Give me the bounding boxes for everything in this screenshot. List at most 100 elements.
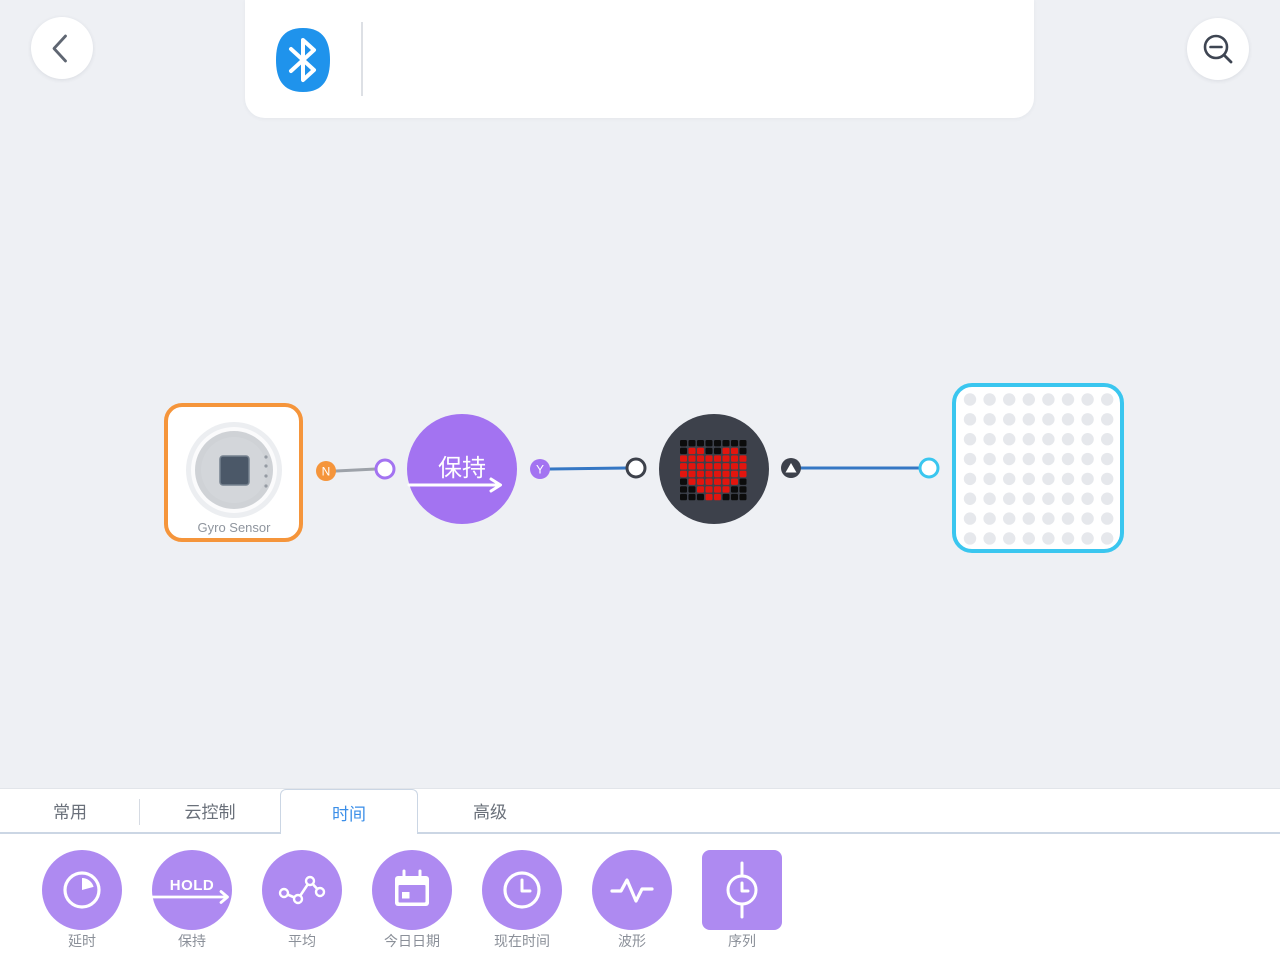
zoom-out-button[interactable]	[1187, 18, 1249, 80]
tab-divider	[139, 799, 140, 825]
waveform-icon	[610, 878, 654, 903]
workspace-canvas[interactable]: Gyro Sensor N 保持 Y	[0, 0, 1280, 788]
face-pixel-lit	[722, 478, 730, 485]
face-pixel	[688, 493, 696, 501]
palette-item-label: 今日日期	[384, 934, 440, 950]
led-panel-node[interactable]	[952, 383, 1124, 553]
gyro-sensor-label: Gyro Sensor	[198, 520, 272, 535]
hold-output-port[interactable]: Y	[530, 459, 550, 479]
date-block-badge	[372, 850, 452, 930]
face-pixel-lit	[697, 463, 704, 470]
led-panel-pixel	[983, 472, 996, 486]
palette-item-label: 平均	[288, 934, 316, 950]
led-panel-pixel	[1061, 492, 1075, 505]
face-pixel-lit	[714, 455, 721, 462]
led-panel-pixel	[1101, 413, 1114, 426]
palette-item-average[interactable]: 平均	[247, 850, 357, 950]
tab-time[interactable]: 时间	[280, 789, 418, 834]
led-panel-pixel	[1081, 452, 1094, 466]
led-panel-pixel	[1101, 452, 1114, 466]
face-pixel-lit	[705, 463, 713, 470]
hold-block-badge: HOLD	[151, 850, 232, 930]
delay-timer-icon	[63, 871, 101, 909]
face-output-port[interactable]	[781, 458, 801, 478]
palette-item-label: 保持	[178, 934, 206, 950]
tab-label: 高级	[473, 803, 507, 823]
led-panel-pixel	[963, 413, 977, 426]
face-pixel-lit	[697, 447, 704, 455]
face-pixel	[680, 493, 687, 501]
gyro-sensor-chip-icon	[186, 422, 282, 518]
led-panel-pixel	[1061, 433, 1075, 446]
face-pixel-lit	[722, 447, 730, 455]
led-panel-pixel	[1081, 472, 1094, 486]
led-panel-pixel	[1003, 433, 1016, 446]
face-pixel	[680, 440, 687, 447]
hold-block-node[interactable]: 保持	[407, 414, 517, 524]
led-panel-pixel	[1061, 452, 1075, 466]
palette-item-current-time[interactable]: 现在时间	[467, 850, 577, 950]
tab-label: 时间	[332, 804, 366, 825]
face-pixel-lit	[714, 486, 721, 493]
face-display-node[interactable]	[659, 414, 769, 524]
face-pixel	[731, 440, 738, 447]
led-panel-pixel	[1061, 512, 1075, 525]
face-pixel-lit	[731, 478, 738, 485]
led-panel-pixel	[1061, 472, 1075, 486]
palette-item-sequence[interactable]: 序列	[687, 850, 797, 950]
palette-item-delay[interactable]: 延时	[27, 850, 137, 950]
led-panel-pixel	[1081, 512, 1094, 525]
led-panel-pixel	[1042, 452, 1055, 466]
led-panel-pixel	[1061, 413, 1075, 426]
face-pixel	[722, 493, 730, 501]
gyro-sensor-node[interactable]: Gyro Sensor	[164, 403, 303, 542]
led-panel-pixel	[1101, 532, 1114, 545]
led-panel-pixel	[1022, 532, 1035, 545]
face-pixel	[697, 493, 704, 501]
face-pixel	[714, 440, 721, 447]
led-panel-pixel	[1003, 472, 1016, 486]
face-pixel-lit	[722, 455, 730, 462]
hold-block-label: 保持	[438, 454, 486, 482]
face-pixel	[705, 447, 713, 455]
gyro-output-port[interactable]: N	[316, 461, 336, 481]
tab-cloud-control[interactable]: 云控制	[140, 789, 280, 832]
led-panel-pixel	[1022, 512, 1035, 525]
sequence-icon	[726, 861, 758, 919]
back-button[interactable]	[31, 17, 93, 79]
led-panel-pixel	[1081, 393, 1094, 406]
led-panel-pixel	[1003, 452, 1016, 466]
led-panel-pixel	[1003, 512, 1016, 525]
hold-icon-text: HOLD	[170, 877, 215, 894]
face-pixel-lit	[731, 447, 738, 455]
led-panel-pixel	[963, 492, 977, 505]
face-pixel-lit	[680, 470, 687, 478]
led-panel-pixel	[983, 433, 996, 446]
palette-item-waveform[interactable]: 波形	[577, 850, 687, 950]
palette-item-today-date[interactable]: 今日日期	[357, 850, 467, 950]
led-panel-pixel	[1101, 512, 1114, 525]
tab-common[interactable]: 常用	[0, 789, 140, 832]
palette-item-label: 序列	[728, 934, 756, 950]
face-pixel-lit	[722, 463, 730, 470]
led-panel-pixel	[963, 532, 977, 545]
tab-advanced[interactable]: 高级	[420, 789, 560, 832]
face-pixel	[705, 440, 713, 447]
led-panel-pixel	[963, 452, 977, 466]
led-panel-pixel	[983, 393, 996, 406]
waveform-block-badge	[592, 850, 672, 930]
zoom-out-icon	[1203, 34, 1233, 64]
led-panel-pixel	[1101, 492, 1114, 505]
palette-item-hold[interactable]: HOLD 保持	[137, 850, 247, 950]
led-panel-pixel	[1022, 492, 1035, 505]
face-pixel	[731, 493, 738, 501]
led-panel-input-port[interactable]	[918, 457, 940, 479]
hold-input-port[interactable]	[374, 458, 396, 480]
face-input-port[interactable]	[625, 457, 647, 479]
tab-label: 常用	[53, 803, 87, 823]
time-block-badge	[482, 850, 562, 930]
led-panel-pixel	[983, 452, 996, 466]
tab-bar-underline	[0, 832, 1280, 834]
face-pixel-lit	[731, 470, 738, 478]
bluetooth-button[interactable]	[276, 28, 330, 92]
